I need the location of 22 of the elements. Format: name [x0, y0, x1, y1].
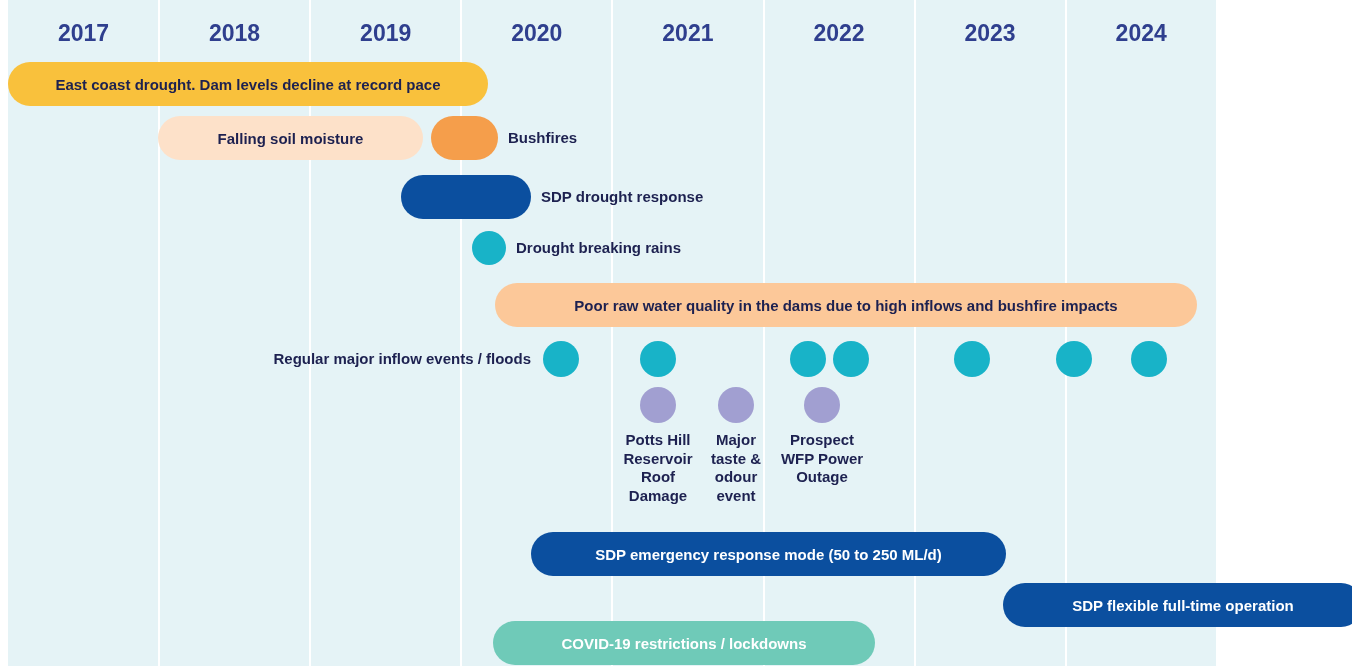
- timeline-bar: Falling soil moisture: [158, 116, 423, 160]
- row-label: Regular major inflow events / floods: [273, 350, 531, 367]
- year-heading: 2018: [208, 20, 262, 47]
- year-heading: 2024: [1114, 20, 1168, 47]
- event-caption: Drought breaking rains: [516, 239, 682, 256]
- year-heading: 2023: [963, 20, 1017, 47]
- timeline-bar: Poor raw water quality in the dams due to high inflows and bushfire impacts: [495, 283, 1197, 327]
- year-heading: 2021: [661, 20, 715, 47]
- year-heading: 2020: [510, 20, 564, 47]
- event-caption: Potts Hill Reservoir Roof Damage: [622, 431, 694, 505]
- event-caption: SDP drought response: [541, 188, 704, 205]
- timeline-bar: East coast drought. Dam levels decline at record pace: [8, 62, 488, 106]
- year-heading: 2017: [56, 20, 111, 47]
- timeline-bar: COVID-19 restrictions / lockdowns: [493, 621, 875, 665]
- event-caption: Bushfires: [508, 129, 578, 146]
- timeline-bar: [401, 175, 531, 219]
- year-heading: 2022: [812, 20, 866, 47]
- timeline-bar: SDP flexible full-time operation: [1003, 583, 1352, 627]
- event-caption: Prospect WFP Power Outage: [780, 431, 864, 487]
- timeline-bar: SDP emergency response mode (50 to 250 ML/d): [531, 532, 1006, 576]
- year-heading: 2019: [359, 20, 413, 47]
- event-caption: Major taste & odour event: [710, 431, 762, 505]
